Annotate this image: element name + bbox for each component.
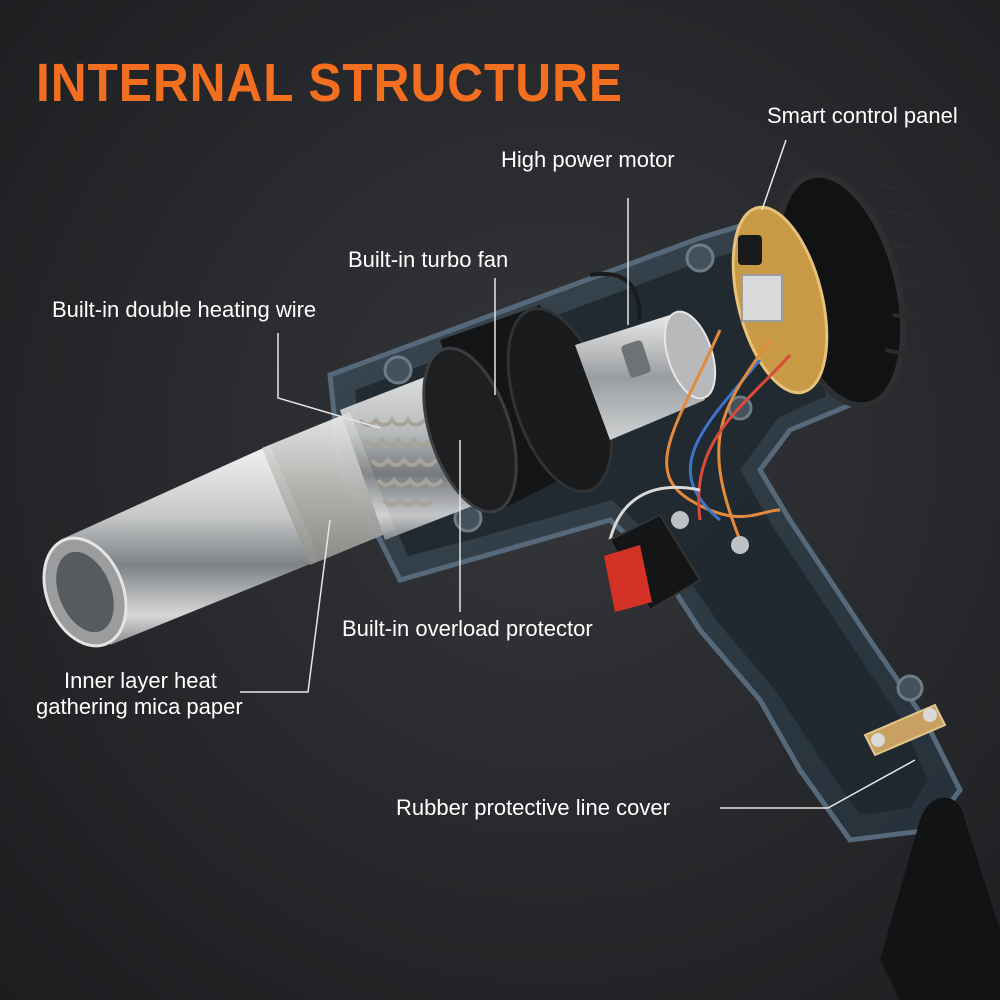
label-heating-wire: Built-in double heating wire xyxy=(52,297,317,322)
nozzle xyxy=(42,445,320,648)
leader-line-cover xyxy=(720,759,916,809)
leader-mica-paper xyxy=(240,519,331,693)
page-title: INTERNAL STRUCTURE xyxy=(36,53,623,113)
label-high-power-motor: High power motor xyxy=(501,147,675,172)
label-smart-control-panel: Smart control panel xyxy=(767,103,958,128)
label-mica-paper: Inner layer heat gathering mica paper xyxy=(36,668,243,720)
control-panel xyxy=(731,171,921,409)
leader-smart-control-panel xyxy=(761,139,787,211)
label-overload-protector: Built-in overload protector xyxy=(342,616,593,641)
trigger-switch xyxy=(604,511,749,612)
cable-clamp xyxy=(863,703,1000,1000)
leader-lines xyxy=(240,139,916,809)
label-turbo-fan: Built-in turbo fan xyxy=(348,247,509,272)
wires xyxy=(589,271,792,541)
label-mica-paper-line-2: gathering mica paper xyxy=(36,694,243,719)
motor xyxy=(575,310,717,440)
label-mica-paper-line-1: Inner layer heat xyxy=(64,668,217,693)
label-line-cover: Rubber protective line cover xyxy=(396,795,670,820)
leader-heating-wire xyxy=(277,333,381,429)
